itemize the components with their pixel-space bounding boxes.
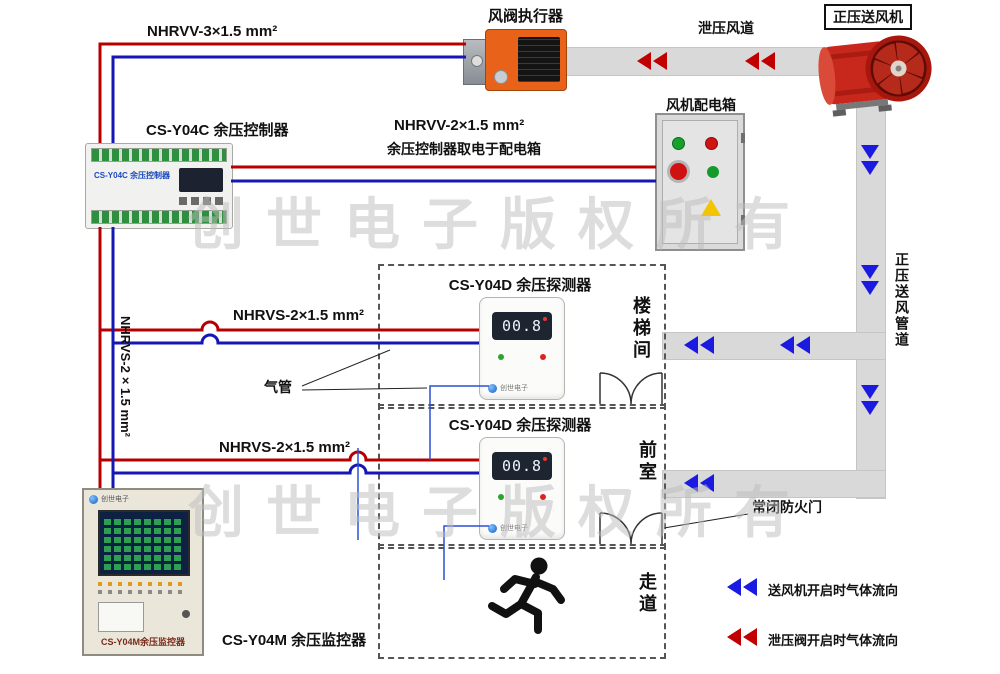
cable-nhrvv2-label: NHRVV-2×1.5 mm² bbox=[394, 117, 525, 134]
fire-door-label: 常闭防火门 bbox=[752, 499, 822, 515]
cable-nhrvs1-label: NHRVS-2×1.5 mm² bbox=[233, 307, 365, 324]
detector-indicators bbox=[480, 354, 564, 360]
power-box-label: 风机配电箱 bbox=[666, 97, 736, 113]
brand-logo-icon bbox=[488, 523, 497, 533]
pressure-detector-stairwell: 00.8 创世电子 bbox=[479, 297, 565, 400]
air-tube-label: 气管 bbox=[264, 379, 292, 395]
supply-fan bbox=[815, 24, 937, 120]
monitor-led-row bbox=[98, 582, 186, 586]
legend-relief-arrow-icon bbox=[727, 628, 757, 646]
monitor-device-label: CS-Y04M余压监控器 bbox=[100, 637, 185, 647]
legend-supply-arrow-icon bbox=[727, 578, 757, 596]
cable-nhrvv3-label: NHRVV-3×1.5 mm² bbox=[147, 23, 278, 40]
red-indicator-light bbox=[705, 137, 718, 150]
cable-nhrvs2-label: NHRVS-2×1.5 mm² bbox=[219, 439, 351, 456]
legend-supply-text: 送风机开启时气体流向 bbox=[768, 583, 899, 598]
brand-logo-text: 创世电子 bbox=[500, 385, 528, 392]
room-box-frontroom bbox=[378, 404, 666, 549]
supply-duct-vertical bbox=[856, 96, 886, 499]
actuator-body bbox=[485, 29, 567, 91]
detector-lcd: 00.8 bbox=[492, 312, 552, 340]
supply-duct-label: 正压送风管道 bbox=[894, 252, 910, 348]
running-person bbox=[480, 552, 566, 640]
green-start-button bbox=[707, 166, 719, 178]
hinge-icon bbox=[741, 133, 745, 143]
pressure-detector-frontroom: 00.8 创世电子 bbox=[479, 437, 565, 540]
controller-device-label: CS-Y04C 余压控制器 bbox=[94, 171, 171, 180]
alarm-dot-icon bbox=[543, 317, 547, 321]
brand-logo-icon bbox=[89, 494, 98, 504]
detector-indicators bbox=[480, 494, 564, 500]
monitor-screen bbox=[98, 510, 190, 576]
red-led-icon bbox=[540, 494, 546, 500]
red-led-icon bbox=[540, 354, 546, 360]
lock-icon bbox=[182, 610, 190, 618]
supply-duct-branch-frontroom bbox=[662, 470, 886, 498]
terminal-strip bbox=[91, 148, 227, 162]
actuator-shaft-icon bbox=[471, 55, 483, 67]
room-label-corridor: 走道 bbox=[637, 572, 657, 616]
pressure-monitor-cabinet: 创世电子 CS-Y04M余压监控器 bbox=[82, 488, 204, 656]
actuator-knob-icon bbox=[494, 70, 508, 84]
actuator-label-panel bbox=[518, 37, 560, 82]
brand-logo: 创世电子 bbox=[89, 494, 129, 504]
green-led-icon bbox=[498, 494, 504, 500]
terminal-strip bbox=[91, 210, 227, 224]
brand-logo-text: 创世电子 bbox=[500, 525, 528, 532]
pressure-controller-device: CS-Y04C 余压控制器 bbox=[85, 143, 233, 229]
detector1-title: CS-Y04D 余压探测器 bbox=[448, 277, 592, 294]
room-box-corridor bbox=[378, 544, 666, 659]
fan-power-box bbox=[655, 113, 745, 251]
supply-duct-branch-stairwell bbox=[662, 332, 886, 360]
relief-duct-label: 泄压风道 bbox=[698, 20, 754, 36]
legend-relief-text: 泄压阀开启时气体流向 bbox=[768, 633, 899, 648]
supply-fan-label: 正压送风机 bbox=[824, 4, 912, 30]
monitor-label: CS-Y04M 余压监控器 bbox=[222, 632, 367, 649]
running-person-icon bbox=[488, 557, 565, 634]
room-label-stairwell: 楼梯间 bbox=[631, 296, 651, 362]
detector-reading: 00.8 bbox=[501, 317, 543, 335]
damper-actuator bbox=[463, 27, 567, 91]
brand-logo: 创世电子 bbox=[488, 383, 528, 393]
actuator-label: 风阀执行器 bbox=[488, 8, 564, 25]
cable-nhrvv2-note: 余压控制器取电于配电箱 bbox=[387, 141, 541, 157]
room-label-frontroom: 前室 bbox=[637, 440, 657, 484]
brand-logo: 创世电子 bbox=[488, 523, 528, 533]
monitor-led-row bbox=[98, 590, 186, 594]
supply-fan-icon bbox=[818, 35, 932, 117]
controller-buttons bbox=[179, 197, 223, 205]
green-led-icon bbox=[498, 354, 504, 360]
monitor-screen-grid bbox=[104, 516, 184, 570]
red-stop-button bbox=[670, 163, 687, 180]
controller-label: CS-Y04C 余压控制器 bbox=[146, 122, 289, 139]
green-indicator-light bbox=[672, 137, 685, 150]
detector2-title: CS-Y04D 余压探测器 bbox=[448, 417, 592, 434]
hinge-icon bbox=[741, 215, 745, 225]
cable-nhrvs-vertical-label: NHRVS-2×1.5 mm² bbox=[118, 316, 133, 437]
alarm-dot-icon bbox=[543, 457, 547, 461]
brand-logo-text: 创世电子 bbox=[101, 496, 129, 503]
controller-lcd bbox=[179, 168, 223, 192]
monitor-document-pocket bbox=[98, 602, 144, 632]
detector-reading: 00.8 bbox=[501, 457, 543, 475]
brand-logo-icon bbox=[488, 383, 497, 393]
detector-lcd: 00.8 bbox=[492, 452, 552, 480]
